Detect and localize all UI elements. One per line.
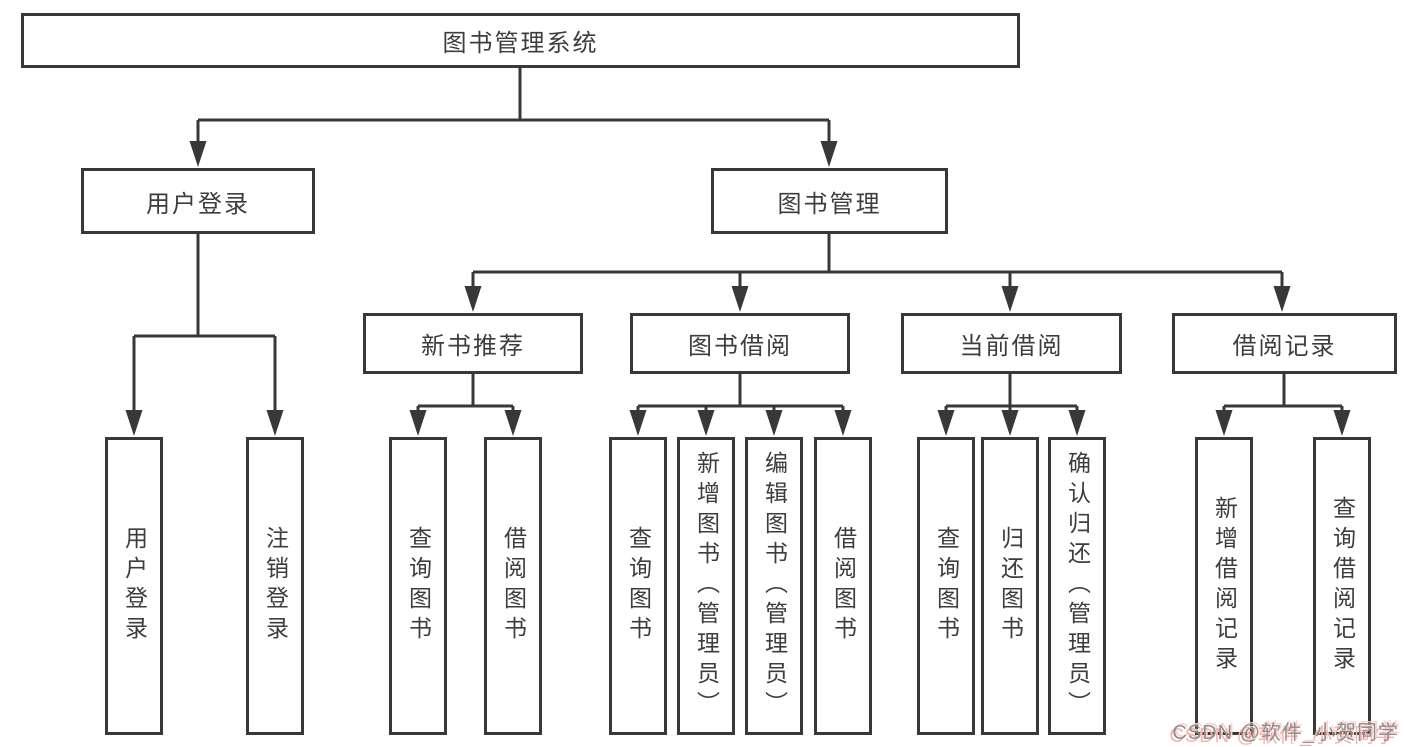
node-user-login: 用户登录 [81,168,315,234]
leaf-label: 新增借阅记录 [1211,496,1238,676]
leaf-label: 新增图书（管理员） [693,451,720,721]
leaf-label: 注销登录 [262,526,289,646]
leaf-label: 借阅图书 [500,526,527,646]
leaf-label: 确认归还（管理员） [1064,451,1091,721]
csdn-watermark: CSDN @软件_小贺同学 [1172,722,1399,744]
node-book-borrowing: 图书借阅 [630,313,850,374]
node-leaf-user-login: 用户登录 [105,437,163,735]
leaf-label: 查询图书 [405,526,432,646]
node-leaf-current-query-books: 查询图书 [917,437,975,735]
leaf-label: 编辑图书（管理员） [761,451,788,721]
node-current-borrowing: 当前借阅 [901,313,1122,374]
node-leaf-recommend-query-books: 查询图书 [389,437,447,735]
node-book-management: 图书管理 [711,168,948,234]
node-leaf-recommend-borrow-books: 借阅图书 [484,437,542,735]
node-leaf-current-confirm-return-admin: 确认归还（管理员） [1048,437,1106,735]
node-leaf-records-query-record: 查询借阅记录 [1313,437,1371,735]
node-leaf-current-return-books: 归还图书 [981,437,1039,735]
leaf-label: 查询图书 [933,526,960,646]
leaf-label: 查询借阅记录 [1329,496,1356,676]
node-library-system: 图书管理系统 [21,13,1020,68]
node-leaf-logout: 注销登录 [246,437,304,735]
node-leaf-borrowing-borrow-books: 借阅图书 [814,437,872,735]
leaf-label: 归还图书 [997,526,1024,646]
leaf-label: 用户登录 [121,526,148,646]
node-leaf-records-add-record: 新增借阅记录 [1195,437,1253,735]
node-leaf-borrowing-edit-books-admin: 编辑图书（管理员） [745,437,803,735]
node-borrowing-records: 借阅记录 [1172,313,1397,374]
leaf-label: 查询图书 [625,526,652,646]
node-leaf-borrowing-query-books: 查询图书 [609,437,667,735]
leaf-label: 借阅图书 [830,526,857,646]
node-new-book-recommend: 新书推荐 [363,313,583,374]
node-leaf-borrowing-add-books-admin: 新增图书（管理员） [677,437,735,735]
